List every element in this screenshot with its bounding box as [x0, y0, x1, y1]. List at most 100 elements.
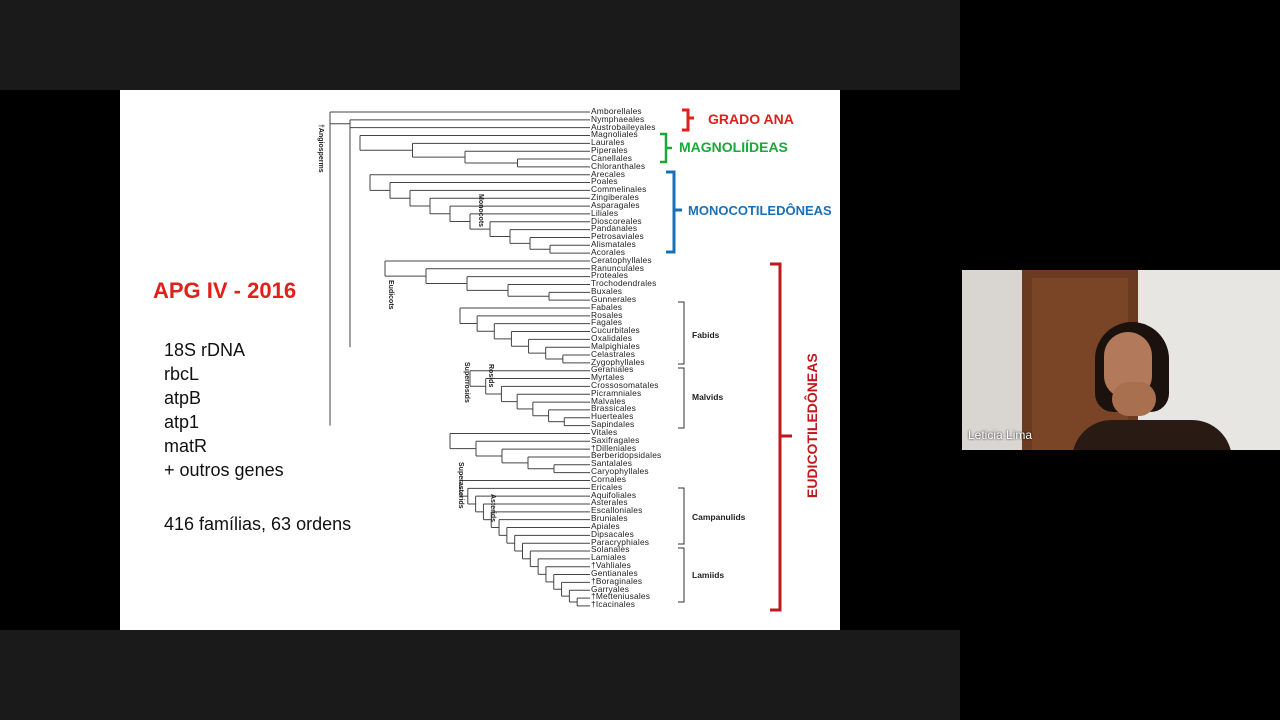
- taxon-label: Saxifragales: [591, 434, 640, 445]
- taxon-label: Trochodendrales: [591, 278, 657, 289]
- taxon-label: Rosales: [591, 309, 623, 320]
- taxon-label: Lamiales: [591, 552, 627, 563]
- taxon-label: Geraniales: [591, 364, 634, 375]
- taxon-label: Arecales: [591, 168, 626, 179]
- taxon-label: Buxales: [591, 286, 623, 297]
- taxon-label: Piperales: [591, 145, 628, 156]
- participant-hand: [1112, 382, 1156, 416]
- lamiids-label: Lamiids: [692, 570, 725, 580]
- taxon-label: Malvales: [591, 395, 626, 406]
- participant-video-tile[interactable]: Leticia Lima: [962, 270, 1280, 450]
- magnoliids-label: MAGNOLIÍDEAS: [679, 139, 788, 155]
- taxon-label: Berberidopsidales: [591, 450, 662, 461]
- superasterids-label: Superasterids: [457, 462, 464, 509]
- taxon-label: Dipsacales: [591, 528, 634, 539]
- taxon-label: Amborellales: [591, 106, 642, 116]
- superrosids-label: Superrosids: [463, 362, 470, 403]
- gene-item: + outros genes: [164, 460, 284, 480]
- taxon-label: Nymphaeales: [591, 113, 645, 124]
- taxon-label: Proteales: [591, 270, 629, 281]
- angiosperms-label: †Angiosperms: [317, 124, 324, 173]
- taxon-label: Cornales: [591, 473, 627, 484]
- taxon-label: Ranunculales: [591, 262, 645, 273]
- taxon-label: †Boraginales: [591, 575, 643, 586]
- taxon-label: Cucurbitales: [591, 325, 640, 336]
- top-black-bar: [0, 0, 960, 90]
- malvids-label: Malvids: [692, 392, 724, 402]
- taxon-label: Pandanales: [591, 223, 638, 234]
- taxon-label: Brassicales: [591, 403, 637, 414]
- taxon-label: Gentianales: [591, 567, 638, 578]
- shared-slide: APG IV - 2016 18S rDNA rbcL atpB atp1 ma…: [120, 90, 840, 630]
- taxon-label: Bruniales: [591, 513, 628, 524]
- monocots-label: MONOCOTILEDÔNEAS: [688, 203, 832, 218]
- participant-body: [1072, 420, 1232, 450]
- taxon-label: Chloranthales: [591, 160, 646, 171]
- taxon-label: Picramniales: [591, 387, 642, 398]
- taxon-label: Zygophyllales: [591, 356, 645, 367]
- rosids-label: Rosids: [487, 364, 494, 388]
- taxon-label: Canellales: [591, 152, 633, 163]
- taxon-label: Gunnerales: [591, 293, 637, 304]
- taxon-label: Acorales: [591, 246, 626, 257]
- campanulids-label: Campanulids: [692, 512, 746, 522]
- taxon-label: Garryales: [591, 583, 630, 594]
- taxon-label: Ericales: [591, 481, 623, 492]
- gene-item: matR: [164, 436, 208, 456]
- taxon-label: Caryophyllales: [591, 466, 649, 477]
- taxon-label: Poales: [591, 176, 618, 187]
- taxon-label: Aquifoliales: [591, 489, 637, 500]
- taxon-label: Laurales: [591, 137, 625, 148]
- taxon-label: Paracryphiales: [591, 536, 650, 547]
- slide-title: APG IV - 2016: [153, 278, 297, 303]
- taxon-label: Apiales: [591, 520, 620, 531]
- taxon-label: Celastrales: [591, 348, 636, 359]
- eudicots-clade-label: Eudicots: [387, 280, 394, 310]
- fabids-label: Fabids: [692, 330, 720, 340]
- taxon-label: †Metteniusales: [591, 591, 651, 602]
- taxon-label: Myrtales: [591, 372, 625, 383]
- phylogenetic-tree: [329, 108, 792, 612]
- gene-item: atpB: [164, 388, 202, 408]
- taxon-label: Huerteales: [591, 411, 634, 422]
- taxon-label: Zingiberales: [591, 192, 640, 203]
- taxon-label: Dioscoreales: [591, 215, 642, 226]
- taxon-label: Magnoliales: [591, 129, 638, 140]
- taxon-label: Austrobaileyales: [591, 121, 656, 132]
- magnoliids-bracket: [660, 132, 672, 164]
- asterids-label: Asterids: [489, 494, 496, 523]
- gene-item: rbcL: [164, 364, 200, 384]
- taxon-label: †Icacinales: [591, 599, 636, 610]
- ana-bracket: [682, 108, 694, 132]
- taxon-label: Sapindales: [591, 419, 635, 430]
- eudicots-label: EUDICOTILEDÔNEAS: [804, 353, 820, 498]
- ana-label: GRADO ANA: [708, 111, 794, 127]
- taxon-label: Oxalidales: [591, 333, 633, 344]
- eudicots-bracket: [770, 262, 792, 612]
- monocots-bracket: [666, 170, 682, 254]
- gene-item: 18S rDNA: [164, 340, 246, 360]
- taxon-label: Commelinales: [591, 184, 647, 195]
- gene-item: atp1: [164, 412, 200, 432]
- participant-name: Leticia Lima: [968, 428, 1033, 442]
- taxon-label: Fabales: [591, 301, 623, 312]
- taxon-label: Vitales: [591, 426, 618, 437]
- taxon-label: Petrosaviales: [591, 231, 644, 242]
- bottom-black-bar: [0, 630, 960, 720]
- monocots-clade-label: Monocots: [477, 194, 484, 228]
- taxon-label: Solanales: [591, 544, 630, 555]
- taxon-label: †Dilleniales: [591, 442, 637, 453]
- taxon-label: Asterales: [591, 497, 628, 508]
- taxon-label: Malpighiales: [591, 340, 640, 351]
- taxon-label: Asparagales: [591, 199, 640, 210]
- taxon-label: †Vahliales: [591, 560, 632, 571]
- taxon-label: Alismatales: [591, 239, 637, 250]
- taxon-label: Fagales: [591, 317, 623, 328]
- taxon-label: Ceratophyllales: [591, 254, 652, 265]
- families-orders-text: 416 famílias, 63 ordens: [164, 514, 352, 534]
- gene-list: 18S rDNA rbcL atpB atp1 matR + outros ge…: [164, 338, 284, 482]
- taxon-label: Liliales: [591, 207, 619, 218]
- taxon-label: Escalloniales: [591, 505, 643, 516]
- taxon-label: Crossosomatales: [591, 379, 659, 390]
